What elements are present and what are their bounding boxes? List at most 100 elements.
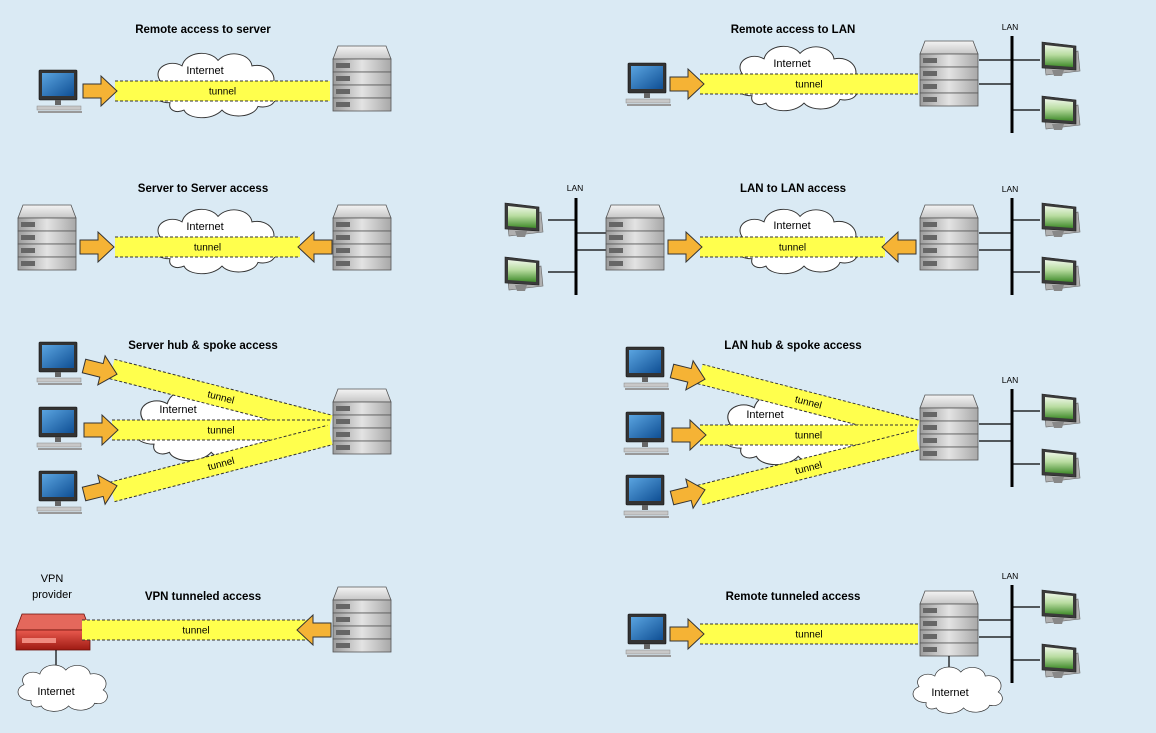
remote-computer <box>36 406 83 451</box>
vpn-provider-label: VPN <box>41 573 64 585</box>
lan-workstation <box>1041 643 1081 679</box>
remote-computer <box>623 474 670 519</box>
tunnel-band <box>700 237 885 257</box>
tunnel-label: tunnel <box>795 80 822 91</box>
connection-arrow <box>296 613 332 647</box>
tunnel: tunnel <box>700 623 918 645</box>
internet-label: Internet <box>186 221 223 233</box>
tunnel: tunnel <box>109 358 333 436</box>
connection-arrow <box>669 617 705 651</box>
lan-bus <box>1010 389 1040 487</box>
tunnel-edge <box>702 363 920 421</box>
tunnel: tunnel <box>115 80 330 102</box>
internet-label: Internet <box>931 687 968 699</box>
lan-bus-left <box>548 198 578 295</box>
vpn-provider-device <box>15 613 91 651</box>
lan-label: LAN <box>1002 22 1019 32</box>
tunnel-label: tunnel <box>207 426 234 437</box>
connection-arrow <box>667 230 703 264</box>
connection-arrow <box>82 74 118 108</box>
internet-label: Internet <box>746 409 783 421</box>
panel-title: Remote tunneled access <box>726 591 861 603</box>
connection-arrow <box>83 413 119 447</box>
remote-computer <box>36 470 83 515</box>
connection-arrow <box>669 359 706 391</box>
tunnel-band <box>700 74 918 94</box>
remote-computer <box>623 346 670 391</box>
internet-label: Internet <box>773 220 810 232</box>
tunnel-band <box>700 624 918 644</box>
tunnel: tunnel <box>697 429 920 506</box>
tunnel-edge <box>697 429 915 486</box>
lan-workstation <box>1041 41 1081 77</box>
lan-bus-right <box>1010 198 1040 295</box>
tunnel: tunnel <box>115 236 300 258</box>
tunnel-label: tunnel <box>209 87 236 98</box>
connection-arrow <box>81 354 118 386</box>
tunnel-band <box>82 620 310 640</box>
panel-title: LAN to LAN access <box>740 183 846 195</box>
tunnel-band <box>112 420 330 440</box>
remote-computer <box>36 341 83 386</box>
tunnel-edge <box>109 424 328 483</box>
panel-server-hub-and-spoke-access: Server hub & spoke accessInternettunnelt… <box>36 340 392 515</box>
gateway-server-left <box>605 204 665 271</box>
connection-arrow <box>881 230 917 264</box>
tunnel: tunnel <box>700 73 918 95</box>
panel-title: Server to Server access <box>138 183 268 195</box>
lan-bus <box>1010 585 1040 683</box>
connection-arrow <box>671 418 707 452</box>
server-left <box>17 204 77 271</box>
hub-server <box>332 388 392 455</box>
connection-arrow <box>669 67 705 101</box>
tunnel-band <box>697 430 920 505</box>
remote-computer <box>36 69 83 114</box>
server <box>332 586 392 653</box>
server <box>332 45 392 112</box>
panel-title: LAN hub & spoke access <box>724 340 861 352</box>
lan-workstation <box>1041 393 1081 429</box>
lan-label: LAN <box>1002 375 1019 385</box>
tunnel-label: tunnel <box>182 626 209 637</box>
tunnel-band <box>115 81 330 101</box>
tunnel: tunnel <box>82 619 310 641</box>
tunnel-label: tunnel <box>795 431 822 442</box>
lan-workstation-right <box>1041 256 1081 292</box>
gateway-server <box>919 40 979 107</box>
hub-gateway-server <box>919 394 979 461</box>
connection-arrow <box>669 478 706 510</box>
internet-label: Internet <box>37 686 74 698</box>
gateway-server-right <box>919 204 979 271</box>
internet-label: Internet <box>186 65 223 77</box>
lan-workstation <box>1041 589 1081 625</box>
tunnel: tunnel <box>109 424 333 503</box>
panel-title: VPN tunneled access <box>145 591 261 603</box>
connection-arrow <box>81 474 118 506</box>
server-right <box>332 204 392 271</box>
lan-workstation-left <box>504 202 544 238</box>
panel-remote-access-to-lan: Remote access to LAN Internet tunnel LAN <box>625 22 1081 133</box>
internet-label: Internet <box>773 58 810 70</box>
vpn-provider-label: provider <box>32 589 72 601</box>
lan-label-right: LAN <box>1002 184 1019 194</box>
tunnel-edge <box>114 358 333 416</box>
tunnel-band <box>109 425 333 502</box>
panel-title: Remote access to server <box>135 24 271 36</box>
lan-workstation <box>1041 95 1081 131</box>
panel-title: Remote access to LAN <box>731 24 856 36</box>
panel-lan-hub-and-spoke-access: LAN hub & spoke accessInternettunneltunn… <box>623 340 1081 519</box>
lan-workstation-left <box>504 256 544 292</box>
connection-arrow <box>297 230 333 264</box>
lan-workstation-right <box>1041 202 1081 238</box>
tunnel-band <box>109 359 333 435</box>
remote-computer <box>625 613 672 658</box>
internet-label: Internet <box>159 404 196 416</box>
gateway-server <box>919 590 979 657</box>
remote-computer <box>623 411 670 456</box>
tunnel-band <box>115 237 300 257</box>
